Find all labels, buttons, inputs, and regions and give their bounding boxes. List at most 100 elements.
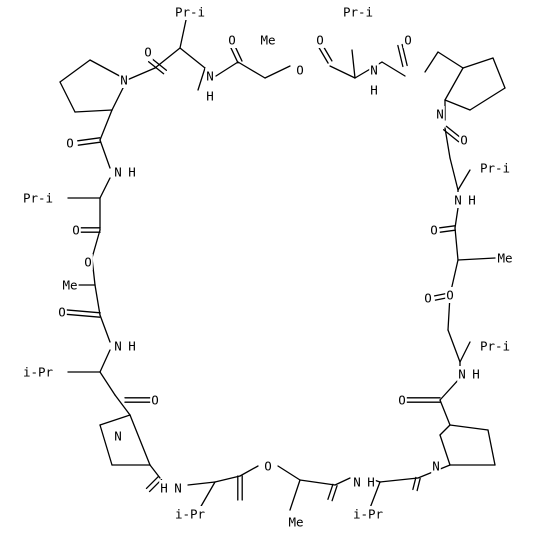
bond [299,479,336,486]
bond [487,429,496,466]
label-background [445,287,455,303]
methyl-label: Me [260,33,275,48]
amide-hydrogen: H [128,165,136,180]
bond [179,47,206,69]
bond [59,59,91,83]
bond [214,475,241,483]
bond [381,61,406,77]
carbonyl-oxygen: O [228,33,236,48]
amide-hydrogen: H [128,339,136,354]
carbonyl-oxygen: O [316,33,324,48]
bond [442,129,460,143]
label-background [127,164,137,180]
bond-lines [59,19,506,511]
bond [369,481,381,509]
bond [114,394,131,416]
amide-nitrogen: N [114,339,122,354]
bond [77,137,101,142]
proline-nitrogen: N [120,73,128,88]
bond [129,414,151,466]
bond [439,225,456,229]
bond [334,477,351,486]
amide-hydrogen: H [206,89,214,104]
label-background [65,135,75,151]
amide-nitrogen: N [370,63,378,78]
label-background [113,338,123,354]
methyl-label: Me [62,278,77,293]
label-background [83,254,93,270]
bond [437,51,464,69]
amide-hydrogen: H [367,475,375,490]
isopropyl-label: i-Pr [23,365,54,380]
bond [454,207,459,229]
bond [329,65,356,79]
label-background [403,32,413,48]
label-background [143,44,153,60]
bond [457,169,471,191]
bond [445,125,463,139]
label-background [423,290,433,306]
carbonyl-oxygen: O [58,305,66,320]
label-background [263,458,273,474]
bond [454,227,459,261]
label-background [57,304,67,320]
bond [94,284,101,316]
bond [199,481,216,509]
label-background [453,192,463,208]
bond [99,314,111,343]
isopropyl-label: i-Pr [175,507,206,522]
bond [289,479,301,511]
amide-hydrogen: H [472,367,480,382]
label-background [369,82,379,98]
amide-nitrogen: N [353,475,361,490]
label-background [366,474,376,490]
label-background [150,392,160,408]
amide-hydrogen: H [160,481,168,496]
isopropyl-label: Pr-i [480,339,510,354]
label-background [205,68,215,84]
carbonyl-oxygen: O [424,291,432,306]
label-background [173,480,183,496]
isopropyl-label: i-Pr [353,507,384,522]
label-background [457,366,467,382]
bond [444,99,471,111]
carbonyl-oxygen: O [66,136,74,151]
label-background [341,4,375,20]
label-background [295,62,305,78]
label-background [435,106,445,122]
label-background [431,458,441,474]
label-background [21,364,55,380]
label-background [287,514,305,530]
bond [447,329,461,363]
bond [444,67,464,101]
label-background [227,32,237,48]
label-background [478,338,512,354]
amide-hydrogen: H [468,193,476,208]
bond [459,341,471,363]
label-background [205,88,215,104]
amide-nitrogen: N [458,367,466,382]
bond [379,477,419,483]
bond [439,229,456,233]
bond [444,127,451,159]
bond [264,65,291,79]
bond [179,19,187,49]
carbonyl-oxygen: O [72,223,80,238]
label-background [259,32,277,48]
proline-nitrogen: N [432,459,440,474]
amide-nitrogen: N [454,193,462,208]
amide-hydrogen: H [370,83,378,98]
label-background [496,250,514,266]
amide-nitrogen: N [174,481,182,496]
proline-nitrogen: N [114,429,122,444]
bond [150,57,168,71]
bond [99,109,113,141]
bond [145,475,160,490]
bond [229,45,239,64]
bond [99,139,111,169]
bond [449,424,489,431]
bond [64,309,101,314]
label-background [352,474,362,490]
bond [64,313,101,318]
ester-oxygen: O [446,288,454,303]
